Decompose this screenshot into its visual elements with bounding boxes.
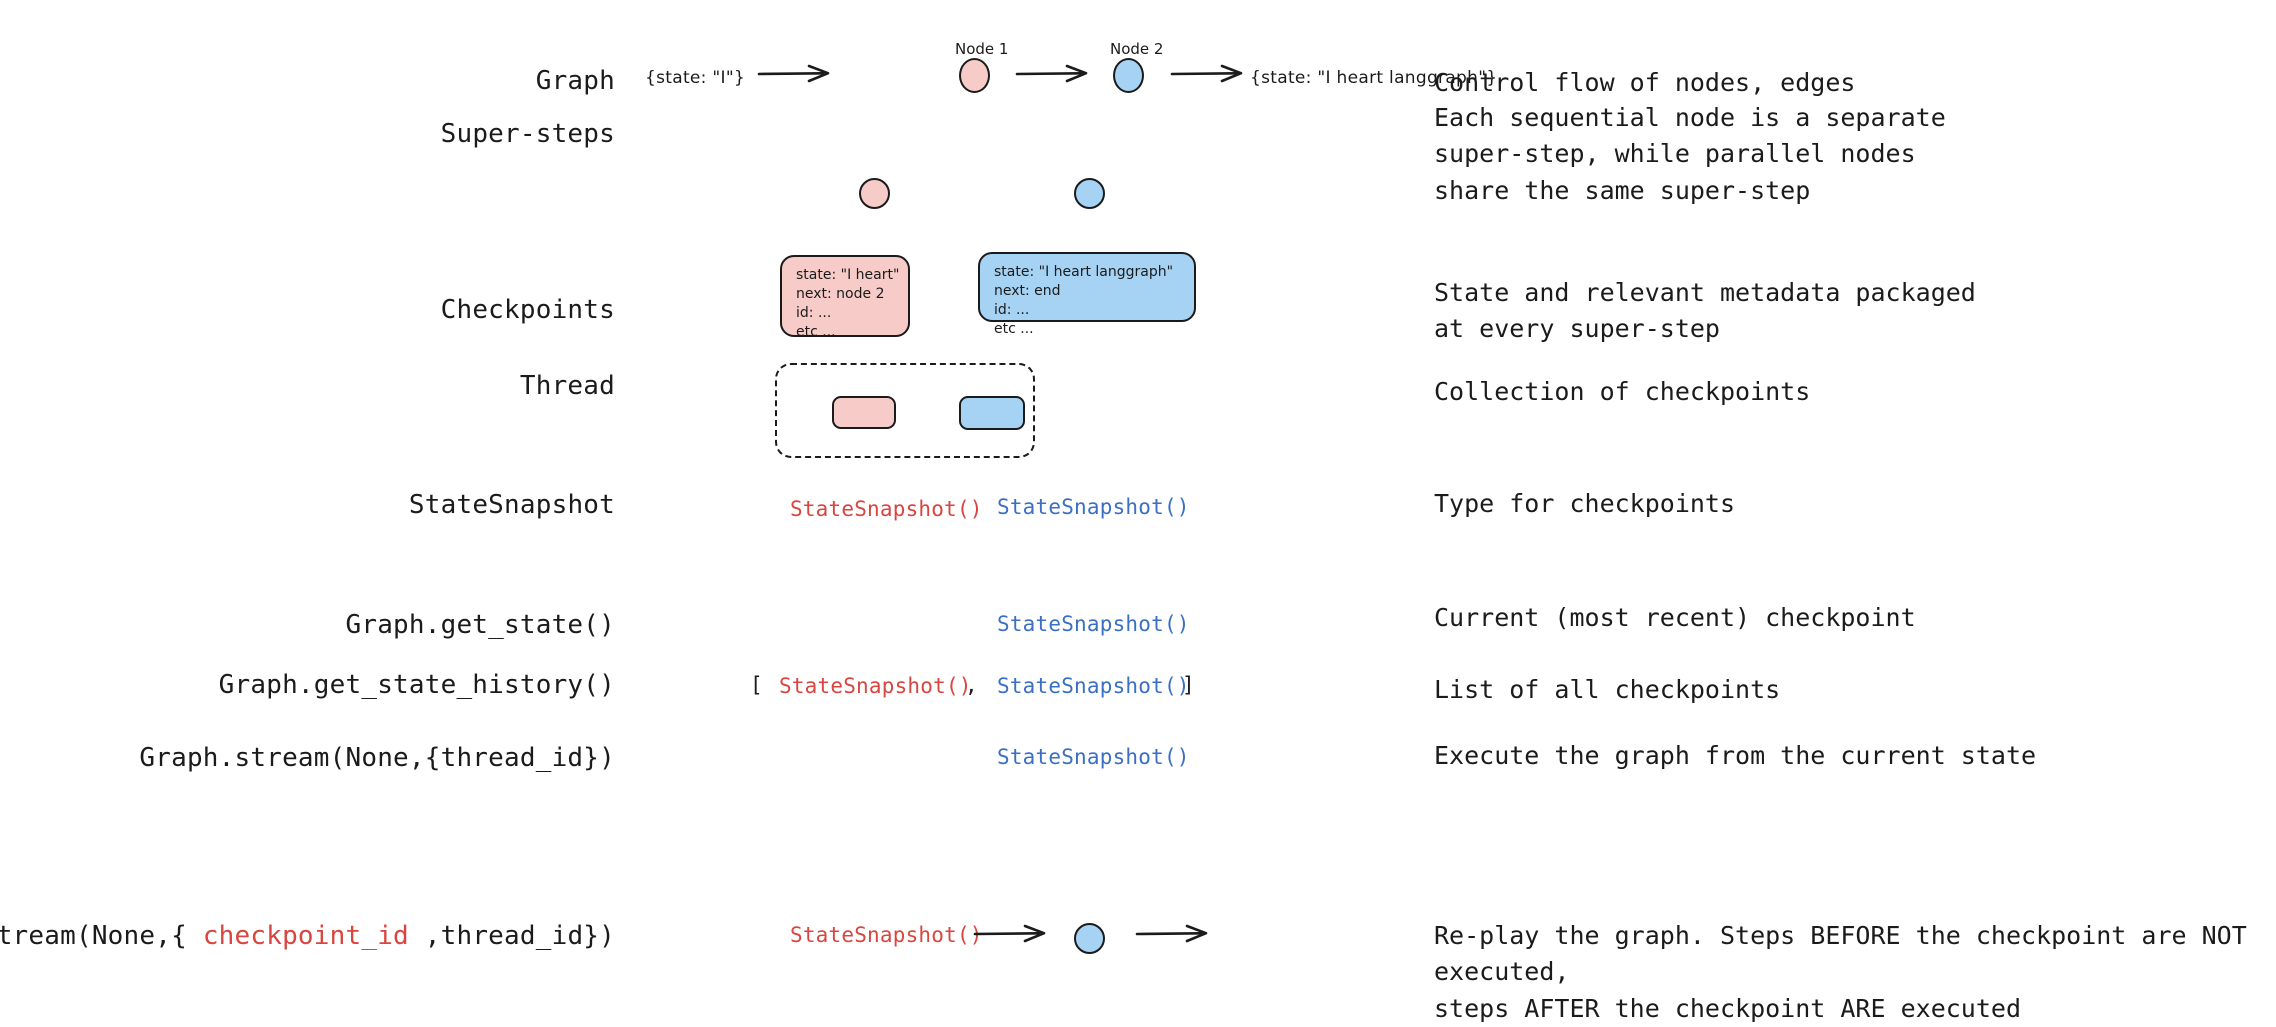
statesnapshot-token-blue: StateSnapshot()	[997, 612, 1190, 636]
node-1-label: Node 1	[955, 40, 1009, 58]
arrow-right-icon	[757, 64, 830, 83]
stream-label-suffix: ,thread_id})	[408, 921, 615, 951]
row-desc-stream-checkpoint: Re-play the graph. Steps BEFORE the chec…	[1434, 921, 2247, 1023]
graph-input-state: {state: "I"}	[645, 68, 746, 88]
row-graph-figure: {state: "I"} Node 1 Node 2	[620, 0, 1497, 150]
super-step-node-2	[1074, 178, 1105, 209]
checkpoint-1-id: id: ...	[796, 305, 832, 322]
row-thread-figure	[620, 363, 1420, 480]
row-label-statesnapshot: StateSnapshot	[408, 490, 615, 520]
statesnapshot-token-blue: StateSnapshot()	[997, 495, 1190, 519]
row-label-stream-thread: Graph.stream(None,{thread_id})	[139, 743, 615, 773]
checkpoint-1-state: state: "I heart"	[796, 267, 900, 283]
checkpoint-card-2: state: "I heart langgraph" next: end id:…	[978, 252, 1196, 337]
arrow-right-icon	[1135, 924, 1208, 943]
row-label-get-state: Graph.get_state()	[345, 610, 615, 640]
row-stream-thread: Graph.stream(None,{thread_id}) StateSnap…	[0, 720, 2276, 810]
row-get-state-figure: StateSnapshot()	[620, 555, 1420, 636]
thread-chip-1	[832, 396, 896, 429]
checkpoint-2-id: id: ...	[994, 302, 1030, 319]
row-label-checkpoints: Checkpoints	[440, 295, 615, 325]
row-label-get-state-history: Graph.get_state_history()	[218, 670, 615, 700]
super-step-node-1	[859, 178, 890, 209]
row-stream-checkpoint-figure: StateSnapshot()	[620, 880, 1420, 986]
row-desc-stream-thread: Execute the graph from the current state	[1434, 741, 2037, 770]
checkpoint-card-1: state: "I heart" next: node 2 id: ... et…	[780, 255, 910, 340]
stream-label-checkpoint-id: checkpoint_id	[202, 921, 409, 951]
replay-node-circle	[1074, 923, 1105, 954]
row-thread: Thread Collection of checkpoints	[0, 363, 2276, 480]
checkpoint-1-etc: etc ...	[796, 324, 836, 341]
bracket-open: [	[750, 673, 763, 697]
node-1-circle	[959, 58, 990, 93]
row-statesnapshot: StateSnapshot StateSnapshot() StateSnaps…	[0, 489, 2276, 570]
statesnapshot-token-red: StateSnapshot()	[790, 497, 983, 521]
row-stream-checkpoint: Graph.stream(None,{ checkpoint_id ,threa…	[0, 880, 2276, 1023]
thread-chip-2	[959, 396, 1025, 430]
row-desc-checkpoints: State and relevant metadata packaged at …	[1434, 278, 1976, 344]
checkpoint-1-next: next: node 2	[796, 286, 885, 303]
statesnapshot-token-blue: StateSnapshot()	[997, 745, 1190, 769]
row-desc-super-steps: Each sequential node is a separate super…	[1434, 103, 1946, 205]
node-2-circle	[1113, 58, 1144, 93]
row-get-state: Graph.get_state() StateSnapshot() Curren…	[0, 555, 2276, 640]
graph-output-state: {state: "I heart langgraph"}	[1250, 68, 1498, 88]
row-desc-get-state-history: List of all checkpoints	[1434, 675, 1781, 704]
row-checkpoints-figure: state: "I heart" next: node 2 id: ... et…	[620, 245, 1420, 355]
statesnapshot-token-blue: StateSnapshot()	[997, 674, 1190, 698]
arrow-right-icon	[1170, 64, 1243, 83]
row-label-super-steps: Super-steps	[440, 119, 615, 149]
node-2-label: Node 2	[1110, 40, 1164, 58]
statesnapshot-token-red: StateSnapshot()	[779, 674, 972, 698]
checkpoint-2-etc: etc ...	[994, 321, 1034, 338]
arrow-right-icon	[973, 924, 1046, 943]
row-desc-get-state: Current (most recent) checkpoint	[1434, 603, 1916, 632]
thread-container	[775, 363, 1035, 458]
row-checkpoints: Checkpoints state: "I heart" next: node …	[0, 245, 2276, 355]
row-get-state-history: Graph.get_state_history() [ StateSnapsho…	[0, 645, 2276, 725]
row-label-thread: Thread	[519, 371, 615, 401]
row-desc-graph: Control flow of nodes, edges	[1434, 68, 1856, 97]
list-comma: ,	[965, 673, 978, 697]
row-super-steps-figure	[620, 100, 1420, 210]
row-label-graph: Graph	[535, 66, 615, 96]
row-stream-thread-figure: StateSnapshot()	[620, 720, 1420, 810]
checkpoint-2-state: state: "I heart langgraph"	[994, 264, 1174, 280]
stream-label-prefix: Graph.stream(None,{	[0, 921, 187, 951]
row-statesnapshot-figure: StateSnapshot() StateSnapshot()	[620, 490, 1420, 570]
row-get-state-history-figure: [ StateSnapshot() , StateSnapshot() ]	[620, 645, 1420, 725]
bracket-close: ]	[1182, 673, 1195, 697]
row-desc-statesnapshot: Type for checkpoints	[1434, 489, 1736, 518]
row-graph: Graph {state: "I"} Node 1 Node 2	[0, 0, 2276, 150]
arrow-right-icon	[1015, 64, 1088, 83]
statesnapshot-token-red: StateSnapshot()	[790, 923, 983, 947]
row-super-steps: Super-steps Each sequential node is a se…	[0, 100, 2276, 210]
row-desc-thread: Collection of checkpoints	[1434, 377, 1811, 406]
checkpoint-2-next: next: end	[994, 283, 1061, 300]
row-label-stream-checkpoint: Graph.stream(None,{ checkpoint_id ,threa…	[0, 921, 615, 951]
